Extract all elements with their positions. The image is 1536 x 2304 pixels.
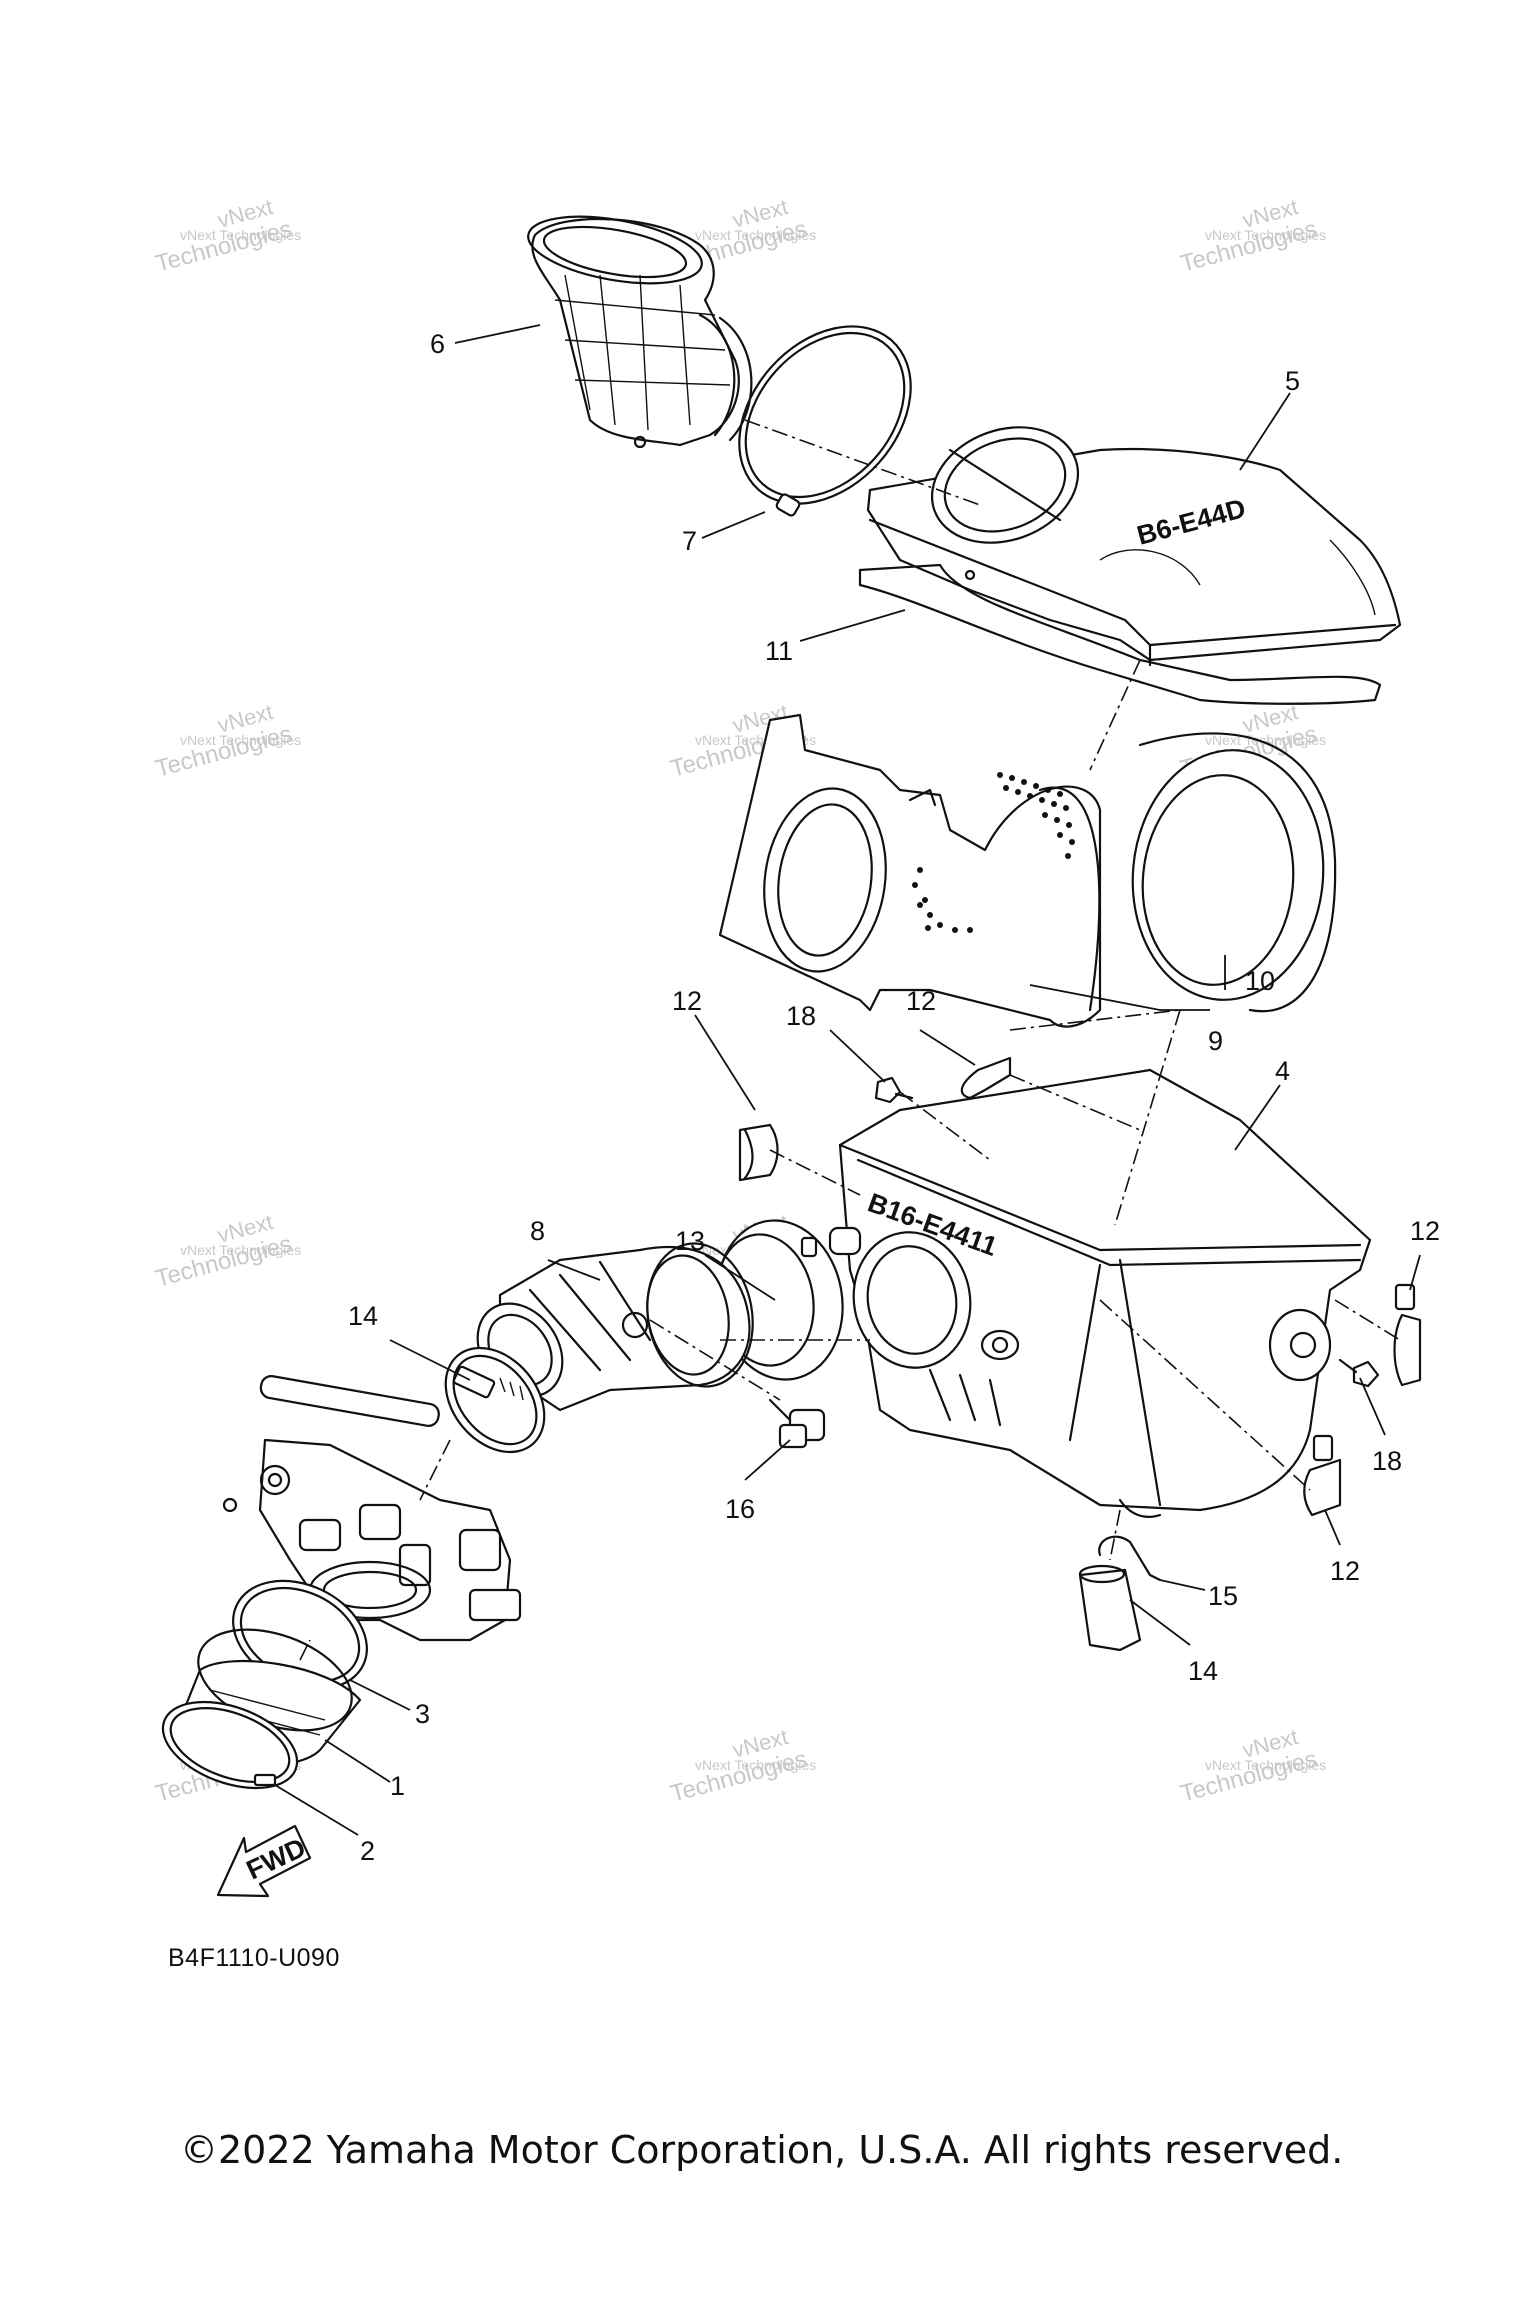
part-12-clip <box>1303 1434 1342 1517</box>
svg-text:vNext Technologies: vNext Technologies <box>695 227 816 243</box>
part-15-clip <box>1098 1535 1162 1582</box>
callout-10: 10 <box>1245 966 1275 996</box>
callout-1: 1 <box>390 1771 405 1801</box>
svg-text:vNext Technologies: vNext Technologies <box>180 732 301 748</box>
part-17-band-clamp <box>444 1346 546 1454</box>
part-18-bolt <box>1338 1358 1380 1388</box>
part-10-filter-element <box>1131 732 1337 1013</box>
watermark-tile: vNext Technologies vNext Technologies <box>1178 1724 1327 1808</box>
part-4-housing: B16-E4411 <box>838 1068 1372 1518</box>
part-5-cover: B6-E44D <box>866 426 1402 667</box>
callout-13: 13 <box>675 1226 705 1256</box>
part-9-filter-assembly <box>718 713 1102 1028</box>
callout-6: 6 <box>430 329 445 359</box>
callout-15: 15 <box>1208 1581 1238 1611</box>
callout-18a: 18 <box>786 1001 816 1031</box>
callout-5: 5 <box>1285 366 1300 396</box>
callout-12b: 12 <box>906 986 936 1016</box>
fwd-arrow: FWD <box>216 1824 312 1898</box>
svg-text:vNext Technologies: vNext Technologies <box>180 1242 301 1258</box>
callout-7: 7 <box>682 526 697 556</box>
watermark-tile: vNext Technologies vNext Technologies <box>1178 194 1327 278</box>
part-16-sensor <box>768 1398 826 1449</box>
assembly-guides <box>299 419 1401 1661</box>
callout-4: 4 <box>1275 1056 1290 1086</box>
watermark-tile: vNext Technologies vNext Technologies <box>153 194 302 278</box>
part-2-clamp <box>161 1700 299 1790</box>
callout-12a: 12 <box>672 986 702 1016</box>
svg-text:vNext Technologies: vNext Technologies <box>1205 227 1326 243</box>
callout-12c: 12 <box>1410 1216 1440 1246</box>
watermark-tile: vNext Technologies vNext Technologies <box>668 1724 817 1808</box>
part-6-intake-duct <box>527 215 753 449</box>
callout-2: 2 <box>360 1836 375 1866</box>
part-12-clip <box>960 1056 1012 1100</box>
watermark-tile: vNext Technologies vNext Technologies <box>153 699 302 783</box>
svg-text:vNext Technologies: vNext Technologies <box>180 227 301 243</box>
callout-3: 3 <box>415 1699 430 1729</box>
part-12-clip <box>738 1123 779 1182</box>
callout-labels: 6 7 5 11 10 9 4 12 18 12 12 18 12 13 8 1… <box>348 329 1440 1866</box>
part-7-clamp <box>738 325 912 517</box>
callout-12d: 12 <box>1330 1556 1360 1586</box>
part-8-intake-boot <box>476 1242 754 1412</box>
watermark-tile: vNext Technologies vNext Technologies <box>153 1209 302 1293</box>
part-12-clip <box>1393 1283 1422 1387</box>
callout-8: 8 <box>530 1216 545 1246</box>
reference-code: B4F1110-U090 <box>168 1944 340 1972</box>
part-18-bolt <box>874 1076 914 1104</box>
part-14-drain-hose <box>1078 1564 1142 1652</box>
svg-text:vNext Technologies: vNext Technologies <box>695 1757 816 1773</box>
callout-14: 14 <box>1188 1656 1218 1686</box>
svg-text:vNext Technologies: vNext Technologies <box>1205 1757 1326 1773</box>
copyright-notice: ©2022 Yamaha Motor Corporation, U.S.A. A… <box>180 2128 1344 2172</box>
callout-11: 11 <box>765 636 793 666</box>
callout-16: 16 <box>725 1494 755 1524</box>
leader-lines <box>274 324 1421 1836</box>
callout-17: 14 <box>348 1301 378 1331</box>
callout-18b: 18 <box>1372 1446 1402 1476</box>
part-11-seal <box>858 563 1382 705</box>
filter-perforation <box>912 772 1075 933</box>
callout-9: 9 <box>1208 1026 1223 1056</box>
